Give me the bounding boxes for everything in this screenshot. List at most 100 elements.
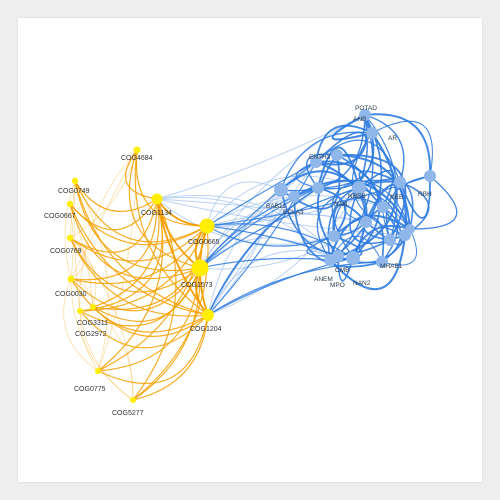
- edge: [79, 310, 134, 401]
- node-b5[interactable]: [331, 149, 343, 161]
- edge: [69, 198, 158, 253]
- node-label: COG2972: [75, 331, 107, 338]
- node-label: ECLA3: [283, 209, 304, 216]
- edge: [74, 180, 158, 212]
- edge: [365, 206, 403, 246]
- node-b14[interactable]: [394, 176, 406, 188]
- edge: [333, 216, 385, 263]
- edge: [381, 228, 418, 266]
- edge: [135, 149, 208, 227]
- edge: [306, 153, 338, 189]
- edge: [97, 149, 138, 372]
- edge: [97, 314, 209, 385]
- node-b11[interactable]: [376, 256, 388, 268]
- node-b7[interactable]: [366, 127, 378, 139]
- node-b3[interactable]: [310, 156, 322, 168]
- node-label: COG0769: [50, 248, 82, 255]
- edge: [70, 278, 209, 333]
- edge: [199, 257, 331, 269]
- edge: [206, 181, 282, 227]
- edge: [70, 225, 208, 285]
- node-label: RBH: [418, 191, 432, 198]
- edge: [70, 278, 134, 401]
- edge: [293, 196, 383, 268]
- node-cog0030[interactable]: [67, 275, 75, 283]
- edge: [92, 306, 209, 337]
- edge: [207, 257, 354, 316]
- edge: [92, 198, 160, 308]
- node-b17[interactable]: [377, 201, 389, 213]
- node-b6[interactable]: [352, 181, 366, 195]
- edge: [69, 237, 134, 401]
- edge: [365, 183, 411, 230]
- edge: [358, 187, 399, 263]
- node-cog1134[interactable]: [151, 193, 163, 205]
- node-label: COG1134: [141, 210, 172, 217]
- node-label: ANEM: [314, 276, 333, 283]
- edge: [315, 131, 369, 189]
- node-b2[interactable]: [288, 191, 300, 203]
- edge: [358, 170, 401, 208]
- node-label: CMB: [335, 267, 349, 274]
- node-label: COG0749: [58, 188, 90, 195]
- node-label: NEB: [390, 194, 403, 201]
- edge: [385, 175, 431, 241]
- node-cog0749[interactable]: [71, 177, 79, 185]
- node-b10[interactable]: [324, 254, 336, 266]
- node-b8[interactable]: [359, 109, 371, 121]
- edge: [363, 206, 391, 241]
- edge: [69, 225, 208, 262]
- edge: [206, 225, 339, 257]
- node-cog0775[interactable]: [95, 368, 101, 374]
- node-label: AR: [388, 135, 397, 142]
- edge: [125, 149, 158, 200]
- node-b20[interactable]: [360, 216, 372, 228]
- node-b16[interactable]: [328, 230, 340, 242]
- node-label: POTAD: [355, 105, 377, 112]
- edge: [69, 203, 74, 280]
- edge: [69, 203, 201, 280]
- node-label: COG4684: [121, 155, 153, 162]
- node-cog2972[interactable]: [90, 304, 96, 310]
- node-cog4684[interactable]: [133, 146, 141, 154]
- edge: [207, 261, 383, 316]
- edge: [74, 180, 201, 272]
- edge: [69, 203, 208, 246]
- node-b19[interactable]: [405, 224, 415, 234]
- edge: [74, 180, 208, 243]
- edge: [206, 187, 319, 227]
- edge: [329, 234, 407, 291]
- edge: [399, 175, 431, 219]
- node-cog1204[interactable]: [202, 309, 214, 321]
- edge: [317, 179, 411, 230]
- node-b15[interactable]: [424, 170, 436, 182]
- edge: [207, 161, 317, 316]
- node-cog0667[interactable]: [66, 200, 74, 208]
- edge: [97, 198, 164, 372]
- node-b4[interactable]: [312, 182, 324, 194]
- edge: [317, 146, 360, 189]
- edge: [207, 250, 339, 316]
- edge: [79, 225, 208, 312]
- edge: [70, 198, 158, 281]
- edge: [156, 196, 331, 261]
- edge: [333, 197, 384, 237]
- edge: [207, 187, 319, 316]
- node-cog5277[interactable]: [130, 397, 136, 403]
- node-cog0769[interactable]: [66, 234, 74, 242]
- edge: [364, 113, 431, 177]
- node-label: COG0667: [44, 213, 76, 220]
- edge: [134, 149, 209, 316]
- node-layer: [66, 109, 436, 403]
- node-b12[interactable]: [346, 251, 360, 265]
- edge: [199, 187, 319, 269]
- edge: [207, 161, 317, 316]
- node-b13[interactable]: [384, 234, 396, 246]
- node-cog3311[interactable]: [77, 308, 83, 314]
- edge: [199, 187, 319, 269]
- node-b1[interactable]: [274, 183, 288, 197]
- node-label: MPO: [330, 282, 345, 289]
- node-cog0665[interactable]: [199, 218, 215, 234]
- node-cog1573[interactable]: [191, 259, 209, 277]
